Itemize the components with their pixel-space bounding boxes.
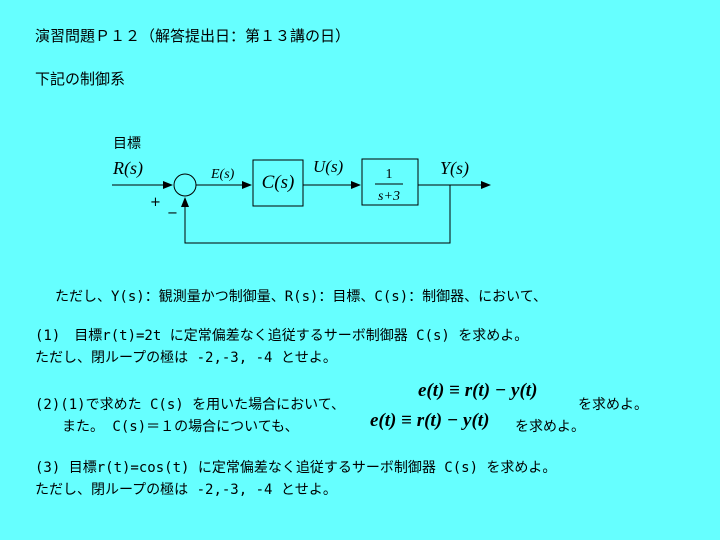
target-label: 目標 (113, 136, 141, 152)
summing-junction (173, 173, 197, 197)
question-1-line-2: ただし、閉ループの極は -2,-3, -4 とせよ。 (35, 350, 337, 366)
question-2-line-1: (2)(1)で求めた C(s) を用いた場合において、 (35, 397, 346, 413)
question-2-line-2-end: を求めよ。 (515, 419, 585, 435)
output-label: Y(s) (440, 158, 469, 179)
plus-sign: + (150, 195, 161, 210)
intro-text: ただし、Y(s)：観測量かつ制御量、R(s)：目標、C(s)：制御器、において、 (55, 289, 548, 305)
question-3-line-1: (3) 目標r(t)=cos(t) に定常偏差なく追従するサーボ制御器 C(s)… (35, 460, 557, 476)
question-3-line-2: ただし、閉ループの極は -2,-3, -4 とせよ。 (35, 482, 337, 498)
plant-block (361, 158, 419, 206)
controller-block (252, 159, 304, 207)
controller-label: C(s) (262, 172, 295, 193)
question-2-line-1-end: を求めよ。 (578, 397, 648, 413)
page-subtitle: 下記の制御系 (35, 70, 126, 88)
block-diagram: 目標 R(s) E(s) C(s) U(s) 1 s+3 Y(s) + − (112, 136, 491, 244)
page-title: 演習問題Ｐ１２（解答提出日：第１３講の日） (35, 27, 351, 45)
plant-denominator: s+3 (378, 189, 400, 204)
error-label: E(s) (210, 167, 235, 182)
plant-numerator: 1 (386, 167, 393, 182)
error-equation-1: e(t) ≡ r(t) − y(t) (418, 380, 538, 401)
feedback-path (181, 185, 451, 244)
question-1-line-1: (1) 目標r(t)=2t に定常偏差なく追従するサーボ制御器 C(s) を求め… (35, 328, 529, 344)
control-input-label: U(s) (313, 157, 344, 176)
error-equation-2: e(t) ≡ r(t) − y(t) (370, 410, 490, 431)
reference-label: R(s) (112, 158, 143, 179)
minus-sign: − (167, 206, 178, 221)
question-2-line-2: また。 C(s)＝１の場合についても、 (62, 419, 299, 435)
